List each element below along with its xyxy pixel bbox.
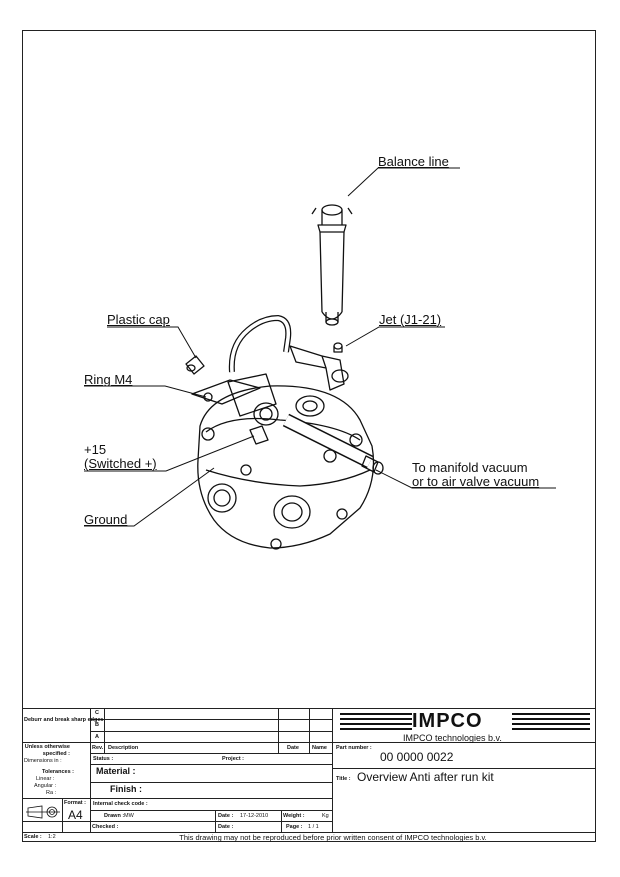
drawing-frame <box>22 30 596 842</box>
drawing-title: Overview Anti after run kit <box>357 770 494 784</box>
callout-manifold-line1: To manifold vacuum <box>412 460 528 475</box>
leader-ground <box>84 467 215 527</box>
checked-label: Checked : <box>92 824 119 830</box>
callout-ground: Ground <box>84 512 128 527</box>
leader-manifold <box>375 469 556 489</box>
scale-value: 1:2 <box>48 834 56 840</box>
scale-label: Scale : <box>24 834 42 840</box>
weight-label: Weight : <box>283 813 305 819</box>
page-value: 1 / 1 <box>308 824 319 830</box>
tolerances: Tolerances : <box>42 769 74 775</box>
reproduction-notice: This drawing may not be reproduced befor… <box>179 833 487 842</box>
plastic-cap-part <box>185 355 205 375</box>
material-label: Material : <box>96 766 136 776</box>
solenoid-valve <box>227 373 279 445</box>
date-header: Date <box>287 745 299 751</box>
logo-text: IMPCO <box>412 710 483 732</box>
leader-balance-line <box>347 167 460 197</box>
company-name: IMPCO technologies b.v. <box>403 733 502 743</box>
callout-balance-line: Balance line <box>378 154 449 169</box>
part-number: 00 0000 0022 <box>380 750 454 764</box>
callout-jet: Jet (J1-21) <box>379 312 442 327</box>
rev-header: Rev. <box>92 745 104 751</box>
format-label: Format : <box>64 800 86 806</box>
checked-date-label: Date : <box>218 824 234 830</box>
leader-plus15 <box>84 435 255 472</box>
callout-plus15-line2: (Switched +) <box>84 456 157 471</box>
tolerance-linear: Linear : <box>36 776 55 782</box>
finish-label: Finish : <box>110 784 142 794</box>
project-label: Project : <box>222 756 245 762</box>
regulator-body <box>197 385 375 550</box>
name-header: Name <box>312 745 327 751</box>
title-label: Title : <box>336 776 351 782</box>
page-label: Page : <box>286 824 303 830</box>
rev-row-c: C <box>95 710 99 716</box>
callout-plus15-line1: +15 <box>84 442 107 457</box>
hose <box>228 315 292 373</box>
ring-bracket <box>191 379 261 405</box>
date-value: 17-12-2010 <box>240 813 269 819</box>
weight-unit: Kg <box>322 813 329 819</box>
leader-plastic-cap <box>107 326 197 359</box>
jet-part <box>333 342 343 353</box>
drawn-label: Drawn : <box>104 813 125 819</box>
projection-symbol-icon <box>26 805 60 819</box>
vacuum-fitting <box>361 455 384 475</box>
date-label: Date : <box>218 813 234 819</box>
rev-row-a: A <box>95 734 99 740</box>
callout-manifold-line2: or to air valve vacuum <box>412 474 540 489</box>
drawn-value: MW <box>124 813 134 819</box>
tolerance-ra: Ra : <box>46 790 57 796</box>
callout-plastic-cap: Plastic cap <box>107 312 170 327</box>
dimensions-in: Dimensions in : <box>24 758 62 764</box>
leader-ring <box>84 385 207 398</box>
deburr-note: Deburr and break sharp edges <box>24 717 104 723</box>
status-label: Status : <box>93 756 114 762</box>
elbow-connector <box>289 345 349 391</box>
leader-jet <box>345 326 445 347</box>
rev-row-b: B <box>95 722 99 728</box>
description-header: Description <box>108 745 139 751</box>
callout-ring: Ring M4 <box>84 372 133 387</box>
unless-specified: Unless otherwise specified : <box>24 744 70 757</box>
part-number-label: Part number : <box>336 745 372 751</box>
balance-line-tube <box>311 204 353 326</box>
tolerance-angular: Angular : <box>34 783 57 789</box>
internal-check-label: Internal check code : <box>93 801 148 807</box>
format-value: A4 <box>68 808 83 822</box>
